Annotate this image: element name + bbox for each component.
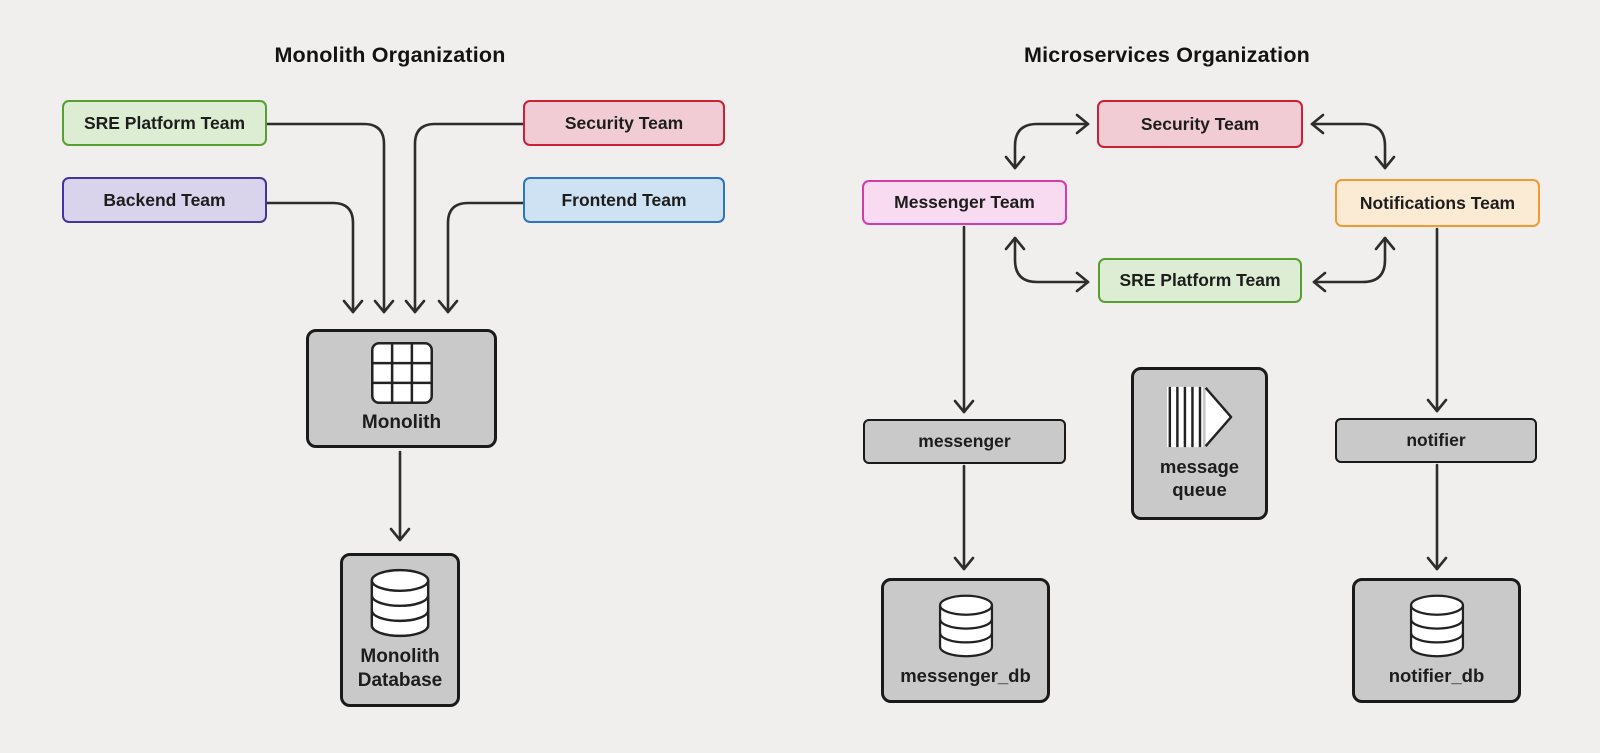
- monolith-database-label: Monolith Database: [357, 646, 443, 691]
- arrowhead-down: [1426, 556, 1448, 571]
- connector-notifications-team-to-notifier: [1426, 227, 1448, 413]
- team-label: Frontend Team: [561, 189, 687, 210]
- message-queue-node: message queue: [1131, 367, 1268, 520]
- team-label: Backend Team: [103, 189, 226, 210]
- arrowhead-down: [404, 299, 426, 314]
- arrowhead-down: [389, 527, 411, 542]
- arrowhead-down: [437, 299, 459, 314]
- arrowhead-up: [1004, 236, 1026, 251]
- team-box-security-right: Security Team: [1097, 100, 1303, 148]
- connector-backend-to-monolith: [265, 201, 364, 314]
- team-box-messenger: Messenger Team: [862, 180, 1067, 225]
- connector-security-to-monolith: [404, 122, 525, 314]
- connector-messenger-security: [1004, 113, 1090, 170]
- database-icon: [370, 569, 430, 638]
- microservices-diagram-title: Microservices Organization: [1024, 43, 1310, 67]
- messenger-service-node: messenger: [863, 419, 1066, 464]
- arrowhead-up: [1374, 236, 1396, 251]
- service-label: notifier: [1406, 430, 1466, 450]
- message-queue-label: message queue: [1159, 456, 1240, 500]
- queue-icon: [1166, 387, 1232, 448]
- arrowhead-down: [342, 299, 364, 314]
- arrowhead-down: [1004, 155, 1026, 170]
- connector-notifications-sre: [1312, 236, 1396, 293]
- team-box-sre-platform-right: SRE Platform Team: [1098, 258, 1302, 303]
- connector-messenger-sre: [1004, 236, 1090, 293]
- notifier-db-node: notifier_db: [1352, 578, 1521, 703]
- database-icon: [1409, 594, 1464, 658]
- monolith-node: Monolith: [306, 329, 497, 448]
- team-box-frontend: Frontend Team: [523, 177, 725, 223]
- team-box-notifications: Notifications Team: [1335, 179, 1540, 227]
- monolith-label: Monolith: [361, 412, 442, 434]
- arrowhead-down: [1426, 398, 1448, 413]
- connector-monolith-to-database: [389, 450, 411, 542]
- notifier-service-node: notifier: [1335, 418, 1537, 463]
- team-label: SRE Platform Team: [83, 112, 246, 133]
- arrowhead-down: [1374, 155, 1396, 170]
- team-label: Security Team: [564, 112, 684, 133]
- service-label: messenger: [918, 431, 1011, 451]
- arrowhead-down: [953, 556, 975, 571]
- connector-frontend-to-monolith: [437, 201, 525, 314]
- connector-notifications-security: [1310, 113, 1396, 170]
- team-box-sre-platform-left: SRE Platform Team: [62, 100, 267, 146]
- messenger-db-node: messenger_db: [881, 578, 1050, 703]
- connector-messenger-to-db: [953, 464, 975, 571]
- arrowhead-down: [953, 399, 975, 414]
- arrowhead-left: [1310, 113, 1325, 135]
- connector-sre-to-monolith: [265, 122, 395, 314]
- connector-notifier-to-db: [1426, 463, 1448, 571]
- team-label: Messenger Team: [894, 192, 1035, 212]
- notifier-db-label: notifier_db: [1388, 664, 1485, 686]
- arrowhead-right: [1075, 113, 1090, 135]
- grid-icon: [370, 342, 433, 405]
- arrowhead-right: [1075, 271, 1090, 293]
- team-box-backend: Backend Team: [62, 177, 267, 223]
- team-label: Security Team: [1140, 113, 1260, 134]
- team-box-security-left: Security Team: [523, 100, 725, 146]
- monolith-database-node: Monolith Database: [340, 553, 460, 707]
- connector-messenger-team-to-service: [953, 225, 975, 414]
- messenger-db-label: messenger_db: [900, 664, 1031, 686]
- arrowhead-left: [1312, 271, 1327, 293]
- database-icon: [938, 594, 993, 658]
- team-label: SRE Platform Team: [1119, 270, 1281, 290]
- team-label: Notifications Team: [1359, 192, 1516, 213]
- arrowhead-down: [373, 299, 395, 314]
- monolith-diagram-title: Monolith Organization: [274, 43, 506, 67]
